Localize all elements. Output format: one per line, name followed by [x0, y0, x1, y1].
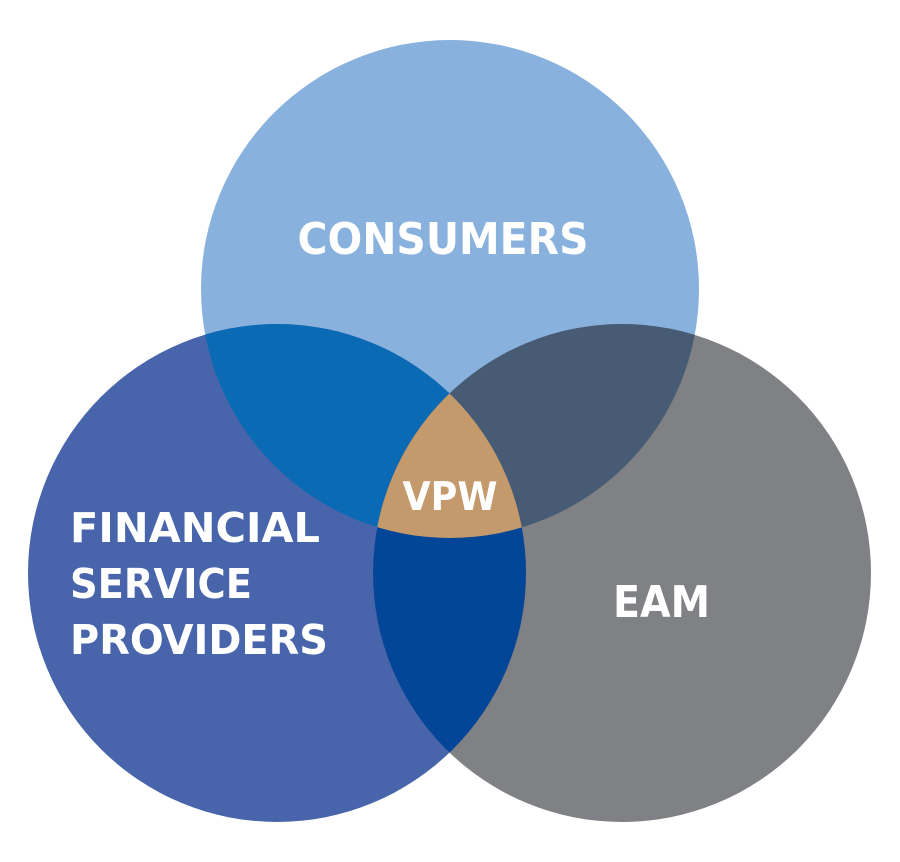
consumers-label: CONSUMERS	[298, 214, 589, 265]
financial-service-providers-label-line-2: SERVICE	[70, 560, 252, 608]
vpw-label: VPW	[403, 475, 498, 520]
eam-label: EAM	[613, 577, 710, 628]
financial-service-providers-label-line-3: PROVIDERS	[70, 616, 328, 664]
financial-service-providers-label-line-1: FINANCIAL	[70, 504, 320, 552]
consumers-eam-overlap	[373, 324, 699, 538]
consumers-financial-overlap	[201, 324, 526, 538]
